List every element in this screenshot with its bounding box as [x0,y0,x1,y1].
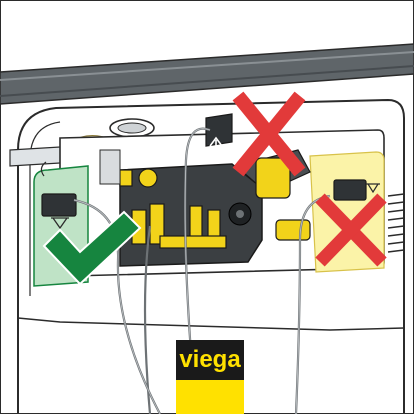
box-correct [42,194,76,216]
brand-logo: viega [176,340,244,414]
box-wrong-right [334,180,366,200]
valve-cap [139,169,157,187]
brand-label: viega [179,346,241,373]
